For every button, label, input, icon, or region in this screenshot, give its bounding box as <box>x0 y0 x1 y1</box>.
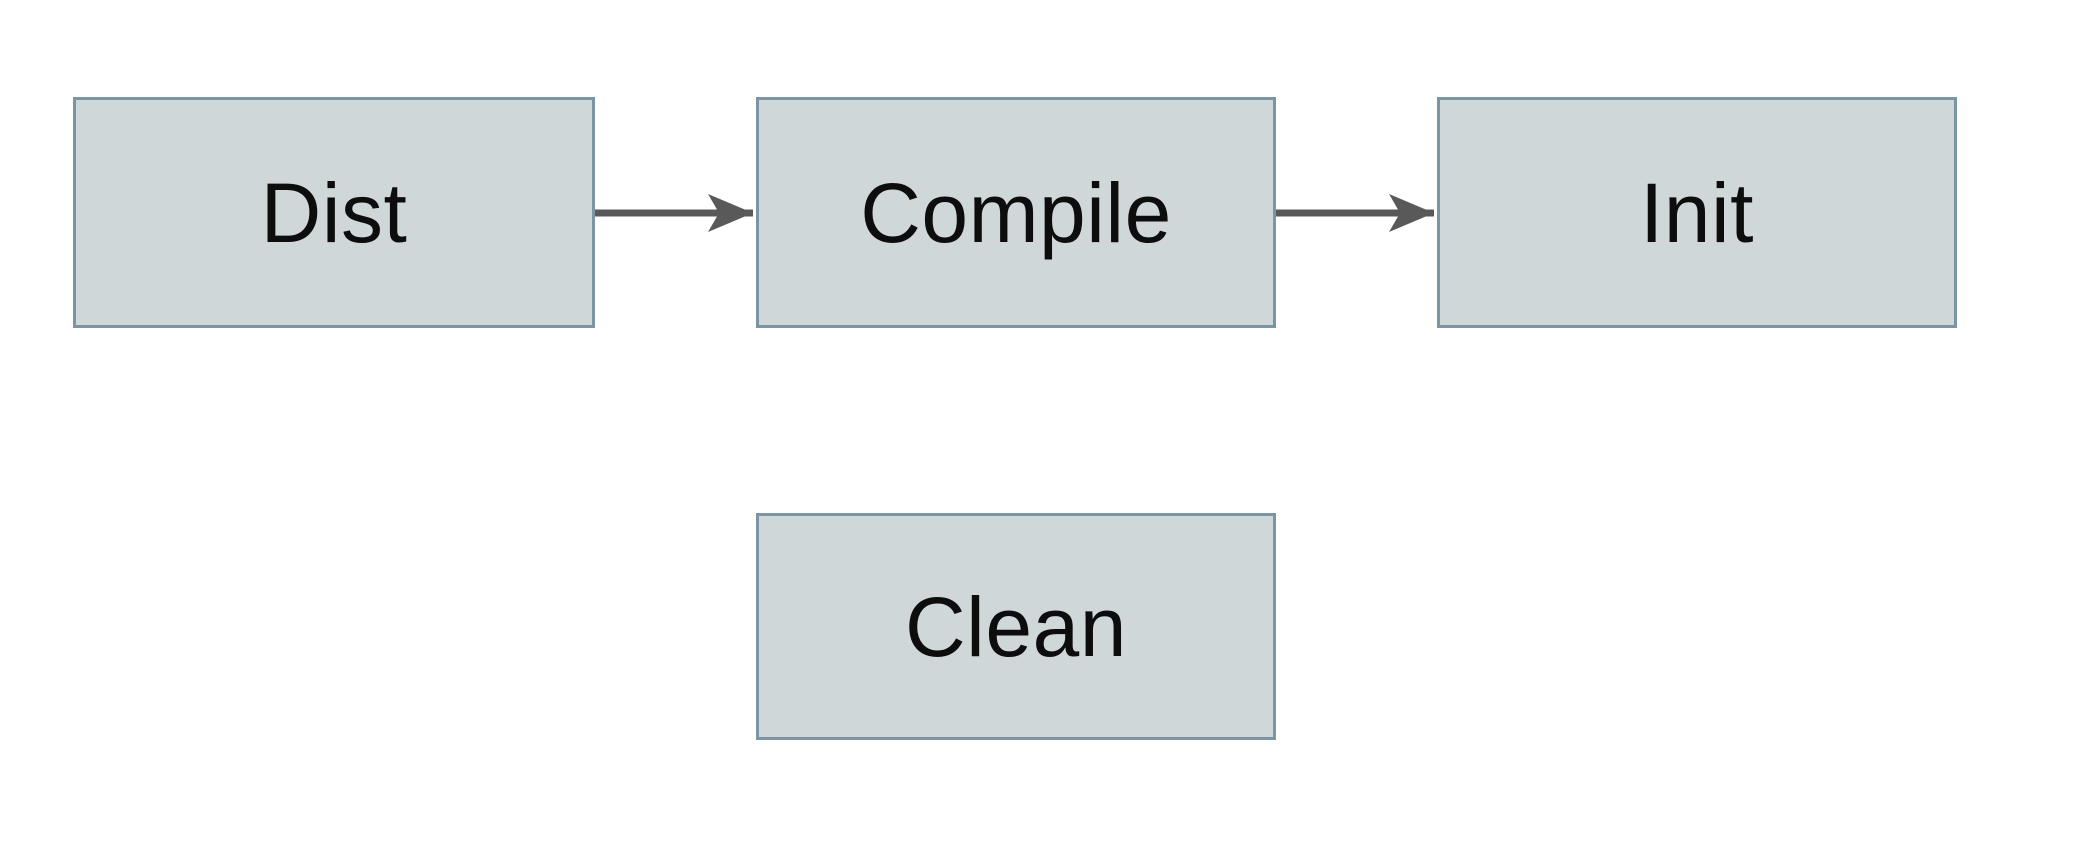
node-dist: Dist <box>73 97 595 328</box>
node-compile: Compile <box>756 97 1276 328</box>
node-init: Init <box>1437 97 1957 328</box>
node-clean-label: Clean <box>905 579 1127 674</box>
node-dist-label: Dist <box>260 165 408 260</box>
node-compile-label: Compile <box>860 165 1172 260</box>
node-init-label: Init <box>1639 165 1755 260</box>
node-clean: Clean <box>756 513 1276 740</box>
